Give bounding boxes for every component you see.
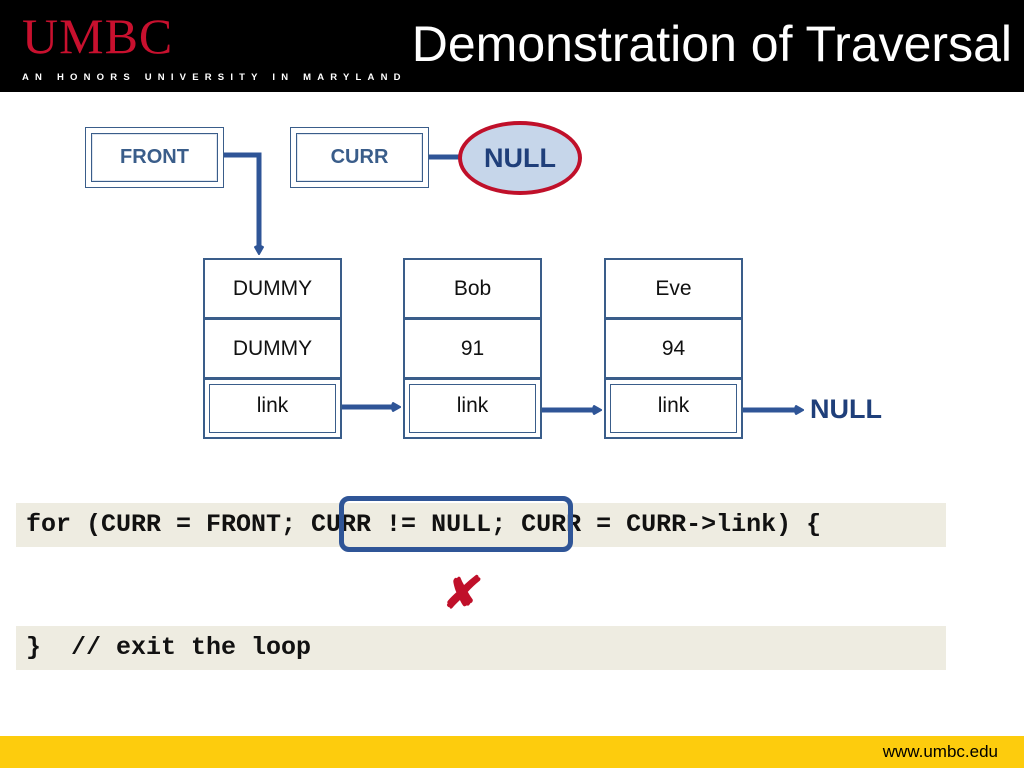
node-eve-link: link <box>604 378 743 439</box>
slide-title: Demonstration of Traversal <box>411 16 1012 72</box>
front-label: FRONT <box>120 146 189 168</box>
node-dummy-name: DUMMY <box>203 258 342 319</box>
curr-pointer-box: CURR <box>290 127 429 188</box>
node-eve-name: Eve <box>604 258 743 319</box>
curr-null-label: NULL <box>484 142 556 173</box>
umbc-logo: UMBC <box>22 8 174 64</box>
slide-footer: www.umbc.edu <box>0 736 1024 768</box>
curr-label: CURR <box>330 146 389 168</box>
front-pointer-box: FRONT <box>85 127 224 188</box>
footer-url: www.umbc.edu <box>882 742 998 761</box>
curr-null-highlight: NULL <box>458 121 582 195</box>
node-bob-link: link <box>403 378 542 439</box>
node-dummy-link: link <box>203 378 342 439</box>
list-end-null: NULL <box>810 394 882 424</box>
node-bob-link-label: link <box>456 393 489 417</box>
code-line-exit: } // exit the loop <box>16 626 946 670</box>
university-tagline: AN HONORS UNIVERSITY IN MARYLAND <box>22 72 407 83</box>
loop-condition-highlight <box>339 496 573 552</box>
node-eve-link-label: link <box>657 393 690 417</box>
node-dummy-value: DUMMY <box>203 318 342 379</box>
condition-false-icon: ✘ <box>439 569 486 618</box>
slide-header: UMBC AN HONORS UNIVERSITY IN MARYLAND De… <box>0 0 1024 92</box>
node-bob-value: 91 <box>403 318 542 379</box>
node-bob-name: Bob <box>403 258 542 319</box>
code-line-for-loop: for (CURR = FRONT; CURR != NULL; CURR = … <box>16 503 946 547</box>
node-dummy-link-label: link <box>256 393 289 417</box>
node-eve-value: 94 <box>604 318 743 379</box>
